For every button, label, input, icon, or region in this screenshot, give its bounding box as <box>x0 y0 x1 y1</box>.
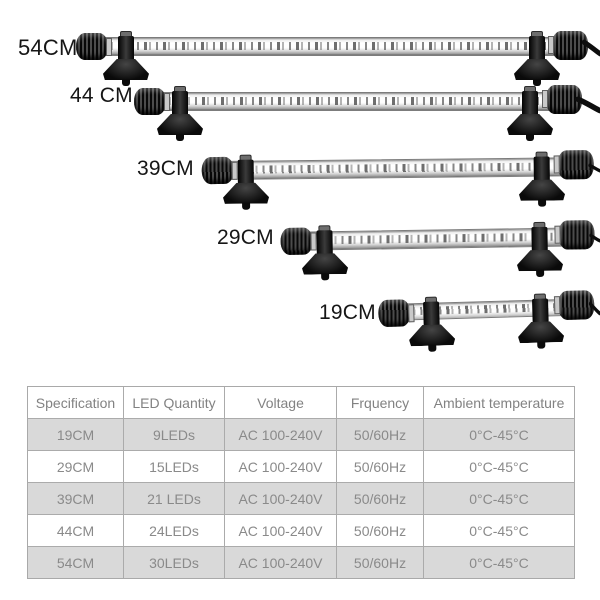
suction-cup-icon <box>157 86 203 142</box>
suction-cup-icon <box>408 296 456 353</box>
end-cap-icon <box>377 299 411 328</box>
power-cable-icon <box>581 39 600 57</box>
cup-bell <box>517 250 563 272</box>
column-header-voltage: Voltage <box>225 387 337 418</box>
cell-ambient-temperature: 0°C-45°C <box>469 426 529 443</box>
table-row-29cm: 29CM 15LEDs AC 100-240V 50/60Hz 0°C-45°C <box>28 451 574 483</box>
table-row-19cm: 19CM 9LEDs AC 100-240V 50/60Hz 0°C-45°C <box>28 419 574 451</box>
cell-ambient-temperature: 0°C-45°C <box>469 458 529 475</box>
cell-frequency: 50/60Hz <box>337 451 424 482</box>
cup-bell <box>507 114 553 135</box>
led-strip-icon <box>231 161 560 174</box>
suction-cup-icon <box>507 86 553 142</box>
cup-nub <box>122 79 130 86</box>
led-strip-icon <box>164 96 548 105</box>
cup-nub <box>526 134 534 141</box>
size-label-39cm: 39CM <box>137 157 194 180</box>
column-header-specification: Specification <box>28 387 124 418</box>
end-cap-icon <box>548 31 588 60</box>
cup-bell <box>514 59 560 80</box>
suction-cup-icon <box>103 31 149 87</box>
end-cap-icon <box>558 220 595 250</box>
cell-voltage: AC 100-240V <box>225 483 337 514</box>
cell-ambient-temperature: 0°C-45°C <box>469 554 529 571</box>
cell-voltage: AC 100-240V <box>225 451 337 482</box>
led-tube <box>160 92 552 111</box>
cell-led-quantity: 24LEDs <box>124 515 225 546</box>
led-tube <box>102 37 558 56</box>
cup-bell <box>409 324 456 346</box>
column-header-ambient-temperature: Ambient temperature <box>424 387 574 418</box>
column-header-led-quantity: LED Quantity <box>124 387 225 418</box>
cup-bell <box>103 59 149 80</box>
suction-cup-icon <box>514 31 560 87</box>
led-tube <box>227 157 564 180</box>
power-cable-icon <box>589 233 600 243</box>
table-header-row: Specification LED Quantity Voltage Frque… <box>28 387 574 419</box>
led-strip-icon <box>106 41 554 50</box>
cell-led-quantity: 21 LEDs <box>124 483 225 514</box>
column-header-frequency: Frquency <box>337 387 424 418</box>
cell-voltage: AC 100-240V <box>225 547 337 578</box>
cup-nub <box>536 269 545 278</box>
light-bar-54cm <box>76 31 600 123</box>
cell-specification: 39CM <box>28 483 124 514</box>
cell-led-quantity: 30LEDs <box>124 547 225 578</box>
power-cable-icon <box>588 163 600 173</box>
cup-nub <box>176 134 184 141</box>
cup-bell <box>519 179 565 200</box>
end-cap-icon <box>557 150 594 180</box>
cell-specification: 44CM <box>28 515 124 546</box>
clamp-arm <box>522 91 538 118</box>
cup-nub <box>428 344 437 352</box>
light-bar-29cm <box>280 218 600 315</box>
size-label-29cm: 29CM <box>217 226 274 249</box>
cup-bell <box>223 182 269 203</box>
cell-voltage: AC 100-240V <box>225 419 337 450</box>
spec-table: Specification LED Quantity Voltage Frque… <box>27 386 575 579</box>
clamp-arm <box>118 36 134 63</box>
light-bar-44cm <box>134 84 600 176</box>
cup-nub <box>538 199 547 207</box>
cell-frequency: 50/60Hz <box>337 547 424 578</box>
cell-led-quantity: 15LEDs <box>124 451 225 482</box>
cell-frequency: 50/60Hz <box>337 515 424 546</box>
end-cap-icon <box>76 33 112 60</box>
cell-voltage: AC 100-240V <box>225 515 337 546</box>
cup-nub <box>533 79 541 86</box>
cup-bell <box>302 253 348 275</box>
table-row-39cm: 39CM 21 LEDs AC 100-240V 50/60Hz 0°C-45°… <box>28 483 574 515</box>
table-row-44cm: 44CM 24LEDs AC 100-240V 50/60Hz 0°C-45°C <box>28 515 574 547</box>
end-cap-icon <box>280 227 313 256</box>
light-bar-19cm <box>377 288 600 386</box>
end-cap-icon <box>134 88 170 115</box>
power-cable-icon <box>588 301 600 316</box>
light-bar-39cm <box>201 148 600 244</box>
cup-nub <box>242 202 251 210</box>
clamp-arm <box>172 91 188 118</box>
end-cap-icon <box>557 290 595 321</box>
size-label-54cm: 54CM <box>18 35 78 60</box>
cell-frequency: 50/60Hz <box>337 419 424 450</box>
cup-nub <box>537 341 546 349</box>
clamp-arm <box>529 36 545 63</box>
cup-bell <box>518 321 565 343</box>
table-row-54cm: 54CM 30LEDs AC 100-240V 50/60Hz 0°C-45°C <box>28 547 574 578</box>
cell-ambient-temperature: 0°C-45°C <box>469 490 529 507</box>
size-label-19cm: 19CM <box>319 301 376 324</box>
cell-frequency: 50/60Hz <box>337 483 424 514</box>
cell-specification: 29CM <box>28 451 124 482</box>
end-cap-icon <box>201 156 234 185</box>
size-label-44cm: 44 CM <box>70 84 133 107</box>
cell-ambient-temperature: 0°C-45°C <box>469 522 529 539</box>
power-cable-icon <box>575 96 600 114</box>
cell-specification: 19CM <box>28 419 124 450</box>
cup-nub <box>321 273 330 281</box>
cell-led-quantity: 9LEDs <box>124 419 225 450</box>
cup-bell <box>157 114 203 135</box>
cell-specification: 54CM <box>28 547 124 578</box>
